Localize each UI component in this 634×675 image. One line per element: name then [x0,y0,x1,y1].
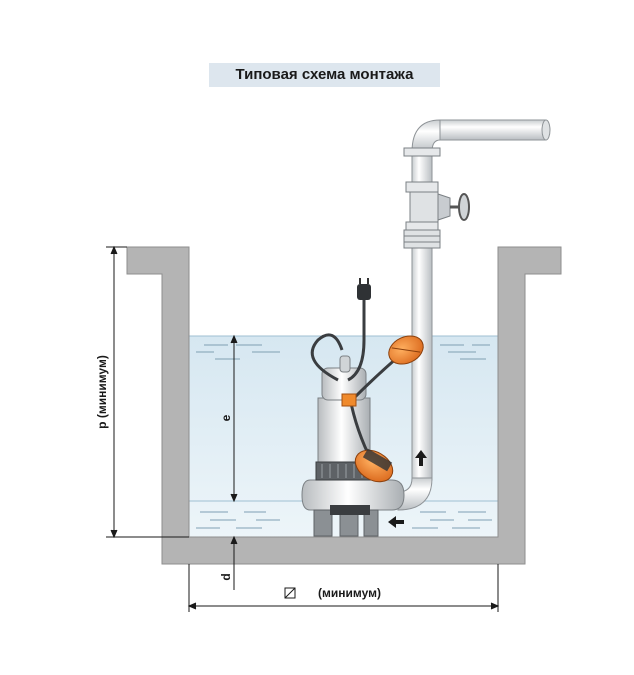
water-ripples [196,344,492,529]
pipe-end [541,119,551,141]
label-width: (минимум) [318,586,381,600]
float-clamp [341,393,357,407]
flange-top [403,147,441,157]
flange-upper [405,181,439,193]
label-d: d [219,573,233,580]
pump-handle [339,355,351,373]
width-symbol-slash [284,587,296,599]
valve-handwheel [458,193,470,221]
pump-volute [301,479,405,511]
diagram-title: Типовая схема монтажа [235,66,414,83]
check-valve [403,229,441,249]
dimension-p [106,245,189,539]
dimension-width [187,564,500,612]
pump-foot-left [313,509,333,537]
width-symbol [284,587,296,599]
gate-valve [409,191,439,223]
upper-float-switch [388,335,424,365]
pipe-elbow-top [411,119,441,153]
power-cable [347,300,366,382]
pump-foot-right [363,509,379,537]
flange-lower [405,221,439,231]
lower-float-switch [354,448,394,483]
dimension-e [230,334,238,503]
pipe-elbow-bottom [397,477,433,511]
power-plug [357,278,371,300]
dimension-d [230,535,238,590]
valve-bonnet [437,193,451,221]
title-background [209,63,440,87]
flow-arrow-up [415,450,427,466]
label-p: p (минимум) [95,355,109,429]
pump-inlet [330,505,370,515]
flow-arrow-left [388,516,404,528]
label-e: e [219,414,233,421]
cable-loop [310,333,344,382]
horizontal-pipe [439,119,547,141]
